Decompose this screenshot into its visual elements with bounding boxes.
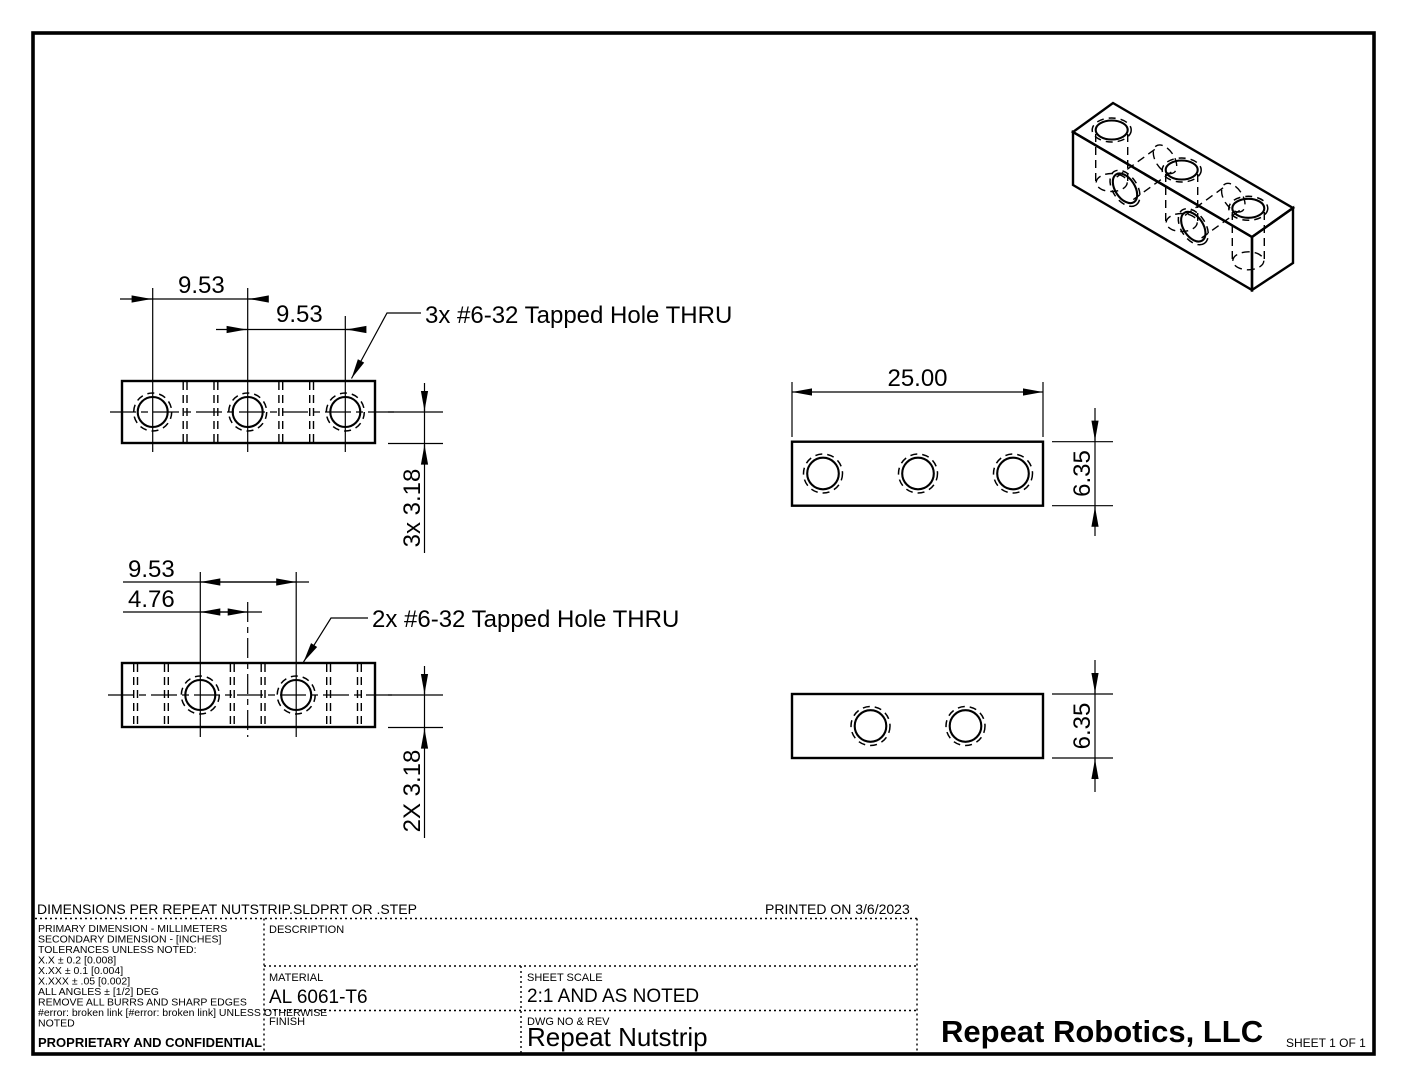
proprietary-note: PROPRIETARY AND CONFIDENTIAL: [38, 1035, 262, 1050]
title-block: DIMENSIONS PER REPEAT NUTSTRIP.SLDPRT OR…: [35, 901, 1366, 1053]
iso-top-hole-hidden-lines: [1095, 134, 1265, 271]
note-line: #error: broken link [#error: broken link…: [38, 1007, 327, 1019]
front3-thickness-dim: 3x 3.18: [388, 383, 443, 553]
note-line: TOLERANCES UNLESS NOTED:: [38, 944, 197, 956]
callout-label: 2x #6-32 Tapped Hole THRU: [372, 606, 679, 633]
finish-label: FINISH: [269, 1016, 305, 1028]
note-line: ALL ANGLES ± [1/2] DEG: [38, 986, 159, 998]
dwg-no-rev-label: DWG NO & REV: [527, 1016, 610, 1028]
thickness-label: 3x 3.18: [399, 469, 426, 548]
front2-dim-a: 9.53: [123, 556, 309, 586]
top2-holes: [850, 705, 986, 747]
front3-hidden-holes: [182, 382, 315, 442]
front3-callout: 3x #6-32 Tapped Hole THRU: [350, 302, 732, 379]
title-block-lines: [35, 917, 918, 1053]
iso-front-face: [1071, 129, 1254, 293]
dim-label: 9.53: [276, 301, 323, 328]
isometric-view: [1070, 101, 1296, 293]
top3-holes: [802, 453, 1034, 494]
material-value: AL 6061-T6: [269, 987, 368, 1008]
iso-right-face: [1250, 205, 1295, 293]
company-name: Repeat Robotics, LLC: [941, 1014, 1263, 1049]
note-line: SECONDARY DIMENSION - [INCHES]: [38, 934, 221, 946]
note-line: X.X ± 0.2 [0.008]: [38, 955, 116, 967]
note-line: X.XX ± 0.1 [0.004]: [38, 965, 123, 977]
front2-holes: [180, 675, 316, 715]
note-line: NOTED: [38, 1018, 75, 1030]
printed-date: PRINTED ON 3/6/2023: [765, 901, 910, 917]
front3-hole-centerlines: [152, 288, 346, 452]
dim-label: 9.53: [128, 556, 175, 583]
general-notes: PRIMARY DIMENSION - MILLIMETERS SECONDAR…: [38, 923, 327, 1030]
drawing-title: Repeat Nutstrip: [527, 1022, 708, 1052]
front2-dim-b: 4.76: [123, 586, 262, 616]
note-line: X.XXX ± .05 [0.002]: [38, 976, 130, 988]
sheet-scale-label: SHEET SCALE: [527, 972, 603, 984]
top-view-2-hole: 6.35: [790, 660, 1113, 792]
front3-dim-a: 9.53: [120, 272, 269, 303]
top3-width-dim: 6.35: [1052, 408, 1113, 536]
note-line: REMOVE ALL BURRS AND SHARP EDGES: [38, 997, 247, 1009]
iso-front-hole-hidden-lines: [1116, 144, 1246, 239]
callout-label: 3x #6-32 Tapped Hole THRU: [425, 302, 732, 329]
sheet-scale-value: 2:1 AND AS NOTED: [527, 986, 699, 1007]
thickness-label: 2X 3.18: [399, 750, 426, 833]
sheet-border: [31, 31, 1376, 1056]
front2-callout: 2x #6-32 Tapped Hole THRU: [302, 606, 679, 663]
top3-outline: [790, 440, 1045, 507]
front-view-3-hole: 9.53 9.53 3x #6-32 Tapped Hole THRU 3x 3…: [110, 272, 732, 553]
dimensions-source-note: DIMENSIONS PER REPEAT NUTSTRIP.SLDPRT OR…: [37, 901, 417, 917]
front3-dim-b: 9.53: [216, 301, 367, 334]
material-label: MATERIAL: [269, 972, 323, 984]
width-label: 6.35: [1069, 450, 1096, 497]
iso-front-holes: [1109, 169, 1210, 246]
dim-label: 9.53: [178, 272, 225, 299]
sheet-number: SHEET 1 OF 1: [1286, 1036, 1366, 1050]
top-view-3-hole: 25.00 6.35: [790, 365, 1113, 536]
front2-thickness-dim: 2X 3.18: [388, 666, 443, 838]
width-label: 6.35: [1069, 703, 1096, 750]
length-label: 25.00: [887, 365, 947, 392]
front-view-2-hole: 9.53 4.76 2x #6-32 Tapped Hole THRU 2X 3…: [108, 556, 679, 838]
dim-label: 4.76: [128, 586, 175, 613]
note-line: PRIMARY DIMENSION - MILLIMETERS: [38, 923, 227, 935]
top2-outline: [790, 692, 1045, 760]
front2-hidden-holes: [133, 664, 362, 726]
description-label: DESCRIPTION: [269, 924, 344, 936]
iso-top-holes: [1091, 117, 1269, 222]
top3-length-dim: 25.00: [791, 365, 1044, 437]
front3-holes: [132, 392, 366, 432]
top2-width-dim: 6.35: [1052, 660, 1113, 792]
iso-top-face: [1070, 101, 1296, 239]
